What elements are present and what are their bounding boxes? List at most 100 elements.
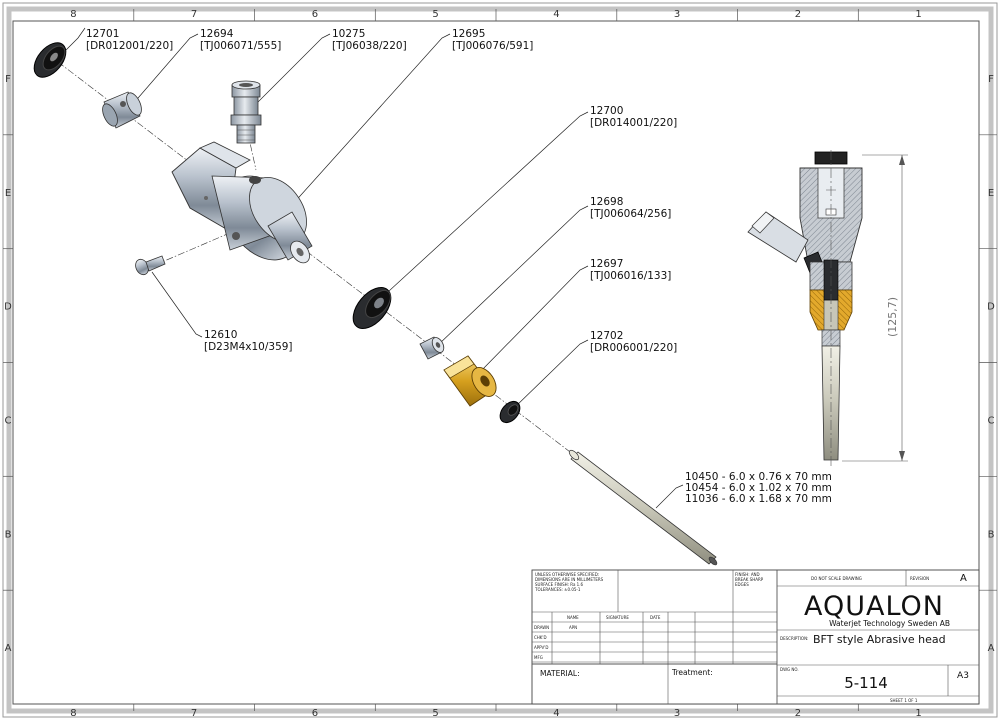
callout-id: 12702 xyxy=(590,330,623,342)
revision-label: REVISION xyxy=(910,576,929,581)
row-mfg: MFG xyxy=(534,655,543,660)
zone-column-label: 5 xyxy=(432,9,438,20)
zone-column-label: 8 xyxy=(70,9,76,20)
callout-id: 12701 xyxy=(86,28,119,40)
callout-focus-tubes: 10450 - 6.0 x 0.76 x 70 mm 10454 - 6.0 x… xyxy=(685,471,832,505)
treatment-label: Treatment: xyxy=(671,668,713,677)
part-12697-nut xyxy=(443,355,497,407)
callout-12698: 12698 [TJ006064/256] xyxy=(590,196,671,220)
drawn-by: APN xyxy=(569,625,577,630)
callout-12702: 12702 [DR006001/220] xyxy=(590,330,677,354)
zone-column-label: 7 xyxy=(191,9,197,20)
zone-row-label: E xyxy=(988,188,994,199)
part-12701-seal xyxy=(33,42,67,78)
sheet-number: SHEET 1 OF 1 xyxy=(890,698,918,703)
general-note: SURFACE FINISH: Ra 1.6 xyxy=(535,582,583,587)
zone-column-label: 2 xyxy=(795,9,801,20)
callout-10275: 10275 [TJ06038/220] xyxy=(332,28,407,52)
part-12694-sleeve xyxy=(102,91,142,129)
description-value: BFT style Abrasive head xyxy=(813,633,946,646)
zone-row-label: F xyxy=(988,74,994,85)
zone-row-label: A xyxy=(988,643,995,654)
callout-id: 12695 xyxy=(452,28,485,40)
part-12700-seal xyxy=(352,287,392,329)
section-view xyxy=(747,150,863,466)
do-not-scale: DO NOT SCALE DRAWING xyxy=(811,576,862,581)
zone-column-label: 2 xyxy=(795,708,801,719)
leader-lines xyxy=(59,27,684,509)
zone-row-label: F xyxy=(5,74,11,85)
zone-row-label: A xyxy=(5,643,12,654)
general-note: TOLERANCES: ±0.05-1 xyxy=(534,587,581,592)
zone-column-label: 4 xyxy=(553,9,559,20)
general-note: UNLESS OTHERWISE SPECIFIED: xyxy=(535,572,599,577)
row-drawn: DRAWN xyxy=(534,625,549,630)
col-signature: SIGNATURE xyxy=(606,615,629,620)
dwg-no-label: DWG NO. xyxy=(780,667,799,672)
callout-id: 10275 xyxy=(332,28,365,40)
sheet-size: A3 xyxy=(957,671,969,681)
part-12610-screw xyxy=(135,255,166,276)
part-12695-body xyxy=(171,141,313,264)
col-name: NAME xyxy=(567,615,579,620)
zone-column-label: 6 xyxy=(312,9,318,20)
zone-row-label: B xyxy=(5,529,12,540)
finish-label: FINISH: AND xyxy=(735,572,760,577)
callout-12695: 12695 [TJ006076/591] xyxy=(452,28,533,52)
general-note: DIMENSIONS ARE IN MILLIMETERS xyxy=(535,577,604,582)
company-logo: AQUALON xyxy=(804,591,944,622)
callout-id: 12694 xyxy=(200,28,234,40)
break-edges-label: BREAK SHARP xyxy=(735,577,764,582)
callout-code: [DR006001/220] xyxy=(590,342,677,354)
part-focus-tube xyxy=(568,449,718,566)
zone-column-label: 4 xyxy=(553,708,559,719)
zone-column-label: 6 xyxy=(312,708,318,719)
callout-12694: 12694 [TJ006071/555] xyxy=(200,28,281,52)
zone-row-label: B xyxy=(988,529,995,540)
callout-id: 12698 xyxy=(590,196,623,208)
callout-code: [DR014001/220] xyxy=(590,117,677,129)
callout-code: [TJ006016/133] xyxy=(590,270,671,282)
callout-12697: 12697 [TJ006016/133] xyxy=(590,258,671,282)
callout-code: [DR012001/220] xyxy=(86,40,173,52)
callout-code: [TJ006071/555] xyxy=(200,40,281,52)
focus-tube-line: 10450 - 6.0 x 0.76 x 70 mm xyxy=(685,471,832,483)
zone-row-label: E xyxy=(5,188,11,199)
dimension-text: (125,7) xyxy=(886,297,899,337)
callout-12701: 12701 [DR012001/220] xyxy=(86,28,173,52)
callout-id: 12610 xyxy=(204,329,237,341)
focus-tube-line: 10454 - 6.0 x 1.02 x 70 mm xyxy=(685,482,832,494)
description-label: DESCRIPTION: xyxy=(780,636,808,641)
title-block-text: UNLESS OTHERWISE SPECIFIED: DIMENSIONS A… xyxy=(534,572,969,703)
callout-code: [TJ006076/591] xyxy=(452,40,533,52)
part-12702-seal xyxy=(499,400,521,424)
material-label: MATERIAL: xyxy=(540,669,580,678)
callout-code: [TJ06038/220] xyxy=(332,40,407,52)
zone-column-label: 1 xyxy=(915,708,921,719)
callout-12700: 12700 [DR014001/220] xyxy=(590,105,677,129)
row-approved: APPV'D xyxy=(534,645,548,650)
callout-code: [TJ006064/256] xyxy=(590,208,671,220)
company-subtitle: Waterjet Technology Sweden AB xyxy=(829,619,950,628)
zone-column-label: 3 xyxy=(674,708,680,719)
zone-row-label: D xyxy=(987,302,995,313)
zone-column-label: 8 xyxy=(70,708,76,719)
zone-column-label: 7 xyxy=(191,708,197,719)
callout-id: 12697 xyxy=(590,258,623,270)
callout-id: 12700 xyxy=(590,105,623,117)
focus-tube-line: 11036 - 6.0 x 1.68 x 70 mm xyxy=(685,493,832,505)
zone-row-label: C xyxy=(5,415,12,426)
callout-code: [D23M4x10/359] xyxy=(204,341,293,353)
zone-row-label: D xyxy=(4,302,12,313)
zone-column-label: 1 xyxy=(915,9,921,20)
dimension-125-7: (125,7) xyxy=(842,154,908,462)
dwg-no-value: 5-114 xyxy=(844,674,888,692)
title-block xyxy=(531,569,980,705)
revision-value: A xyxy=(960,573,967,584)
zone-column-label: 5 xyxy=(432,708,438,719)
part-10275-fitting xyxy=(230,80,262,144)
callout-12610: 12610 [D23M4x10/359] xyxy=(204,329,293,353)
edges-label: EDGES xyxy=(735,582,749,587)
col-date: DATE xyxy=(650,615,661,620)
